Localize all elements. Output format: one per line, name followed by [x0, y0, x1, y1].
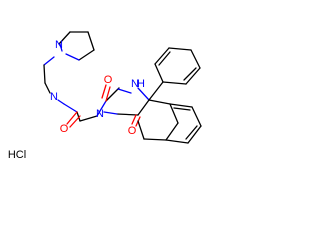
hydantoin-ring — [96, 84, 150, 127]
pyrrolidine-ring — [58, 31, 95, 61]
amide-oxygen-label: O — [60, 123, 69, 135]
ring-nitrogen-label: N — [96, 108, 104, 120]
pyrrolidine-nitrogen-label: N — [55, 39, 63, 51]
ring-nh-nitrogen-label: N — [131, 78, 139, 90]
amide-nitrogen-label: N — [50, 91, 58, 103]
phenyl-ring-lower — [137, 99, 202, 144]
ring-nh-hydrogen-label: H — [137, 78, 145, 90]
urea-oxygen-label: O — [104, 74, 113, 86]
ethyl-linker — [43, 56, 65, 105]
structure-diagram: N N O O N H N O HCl — [8, 31, 202, 161]
amide-group — [63, 103, 98, 128]
carbonyl-oxygen-label: O — [128, 125, 137, 137]
phenyl-ring-upper — [148, 47, 201, 101]
salt-label: HCl — [8, 149, 26, 161]
